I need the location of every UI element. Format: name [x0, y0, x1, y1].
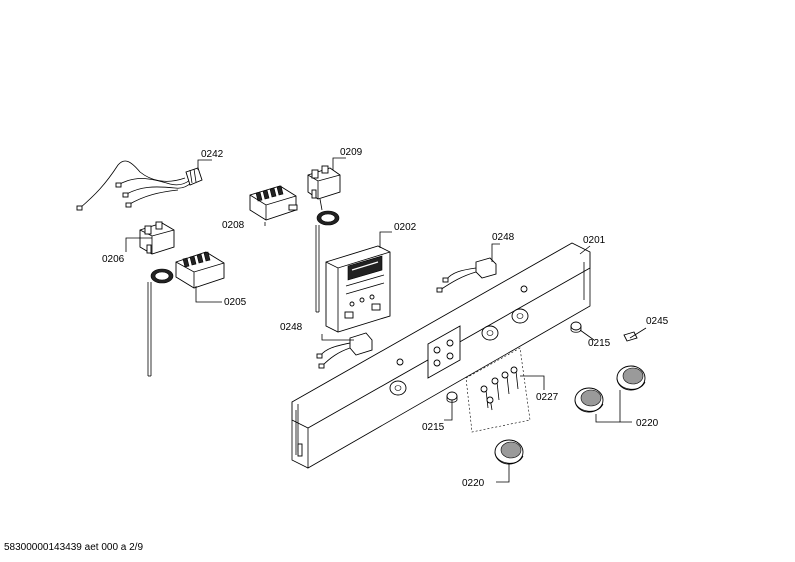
label-0248-top: 0248 — [492, 232, 515, 243]
label-0206: 0206 — [102, 254, 125, 265]
label-0201: 0201 — [583, 235, 606, 246]
control-knob-0220-c — [494, 439, 524, 465]
wiring-harness-0242 — [76, 160, 203, 211]
control-knob-0220-a — [616, 365, 646, 391]
label-0242: 0242 — [201, 149, 224, 160]
drawing-footer-id: 58300000143439 aet 000 a 2/9 — [4, 542, 144, 553]
control-knob-0220-b — [574, 387, 604, 413]
label-0227: 0227 — [536, 392, 559, 403]
indicator-lamp-0248-left — [316, 332, 373, 369]
control-panel-0201 — [291, 242, 591, 469]
push-button-set-0227 — [465, 347, 531, 433]
clip-0245 — [623, 331, 638, 342]
leader-lines — [125, 157, 647, 483]
thermostat-0206 — [139, 221, 175, 377]
label-0202: 0202 — [394, 222, 417, 233]
label-0209: 0209 — [340, 147, 363, 158]
indicator-lamp-0248-top — [436, 257, 497, 293]
selector-switch-0205 — [175, 251, 225, 289]
knob-sleeve-0215-right — [570, 321, 582, 333]
timer-module-0202 — [325, 245, 391, 333]
label-0220-bottom: 0220 — [462, 478, 485, 489]
label-0245: 0245 — [646, 316, 669, 327]
label-0215-left: 0215 — [422, 422, 445, 433]
label-0215-right: 0215 — [588, 338, 611, 349]
label-0208: 0208 — [222, 220, 245, 231]
label-0205: 0205 — [224, 297, 247, 308]
label-0248-left: 0248 — [280, 322, 303, 333]
label-0220-right: 0220 — [636, 418, 659, 429]
selector-switch-0208 — [249, 185, 298, 221]
thermostat-0209 — [307, 165, 341, 313]
